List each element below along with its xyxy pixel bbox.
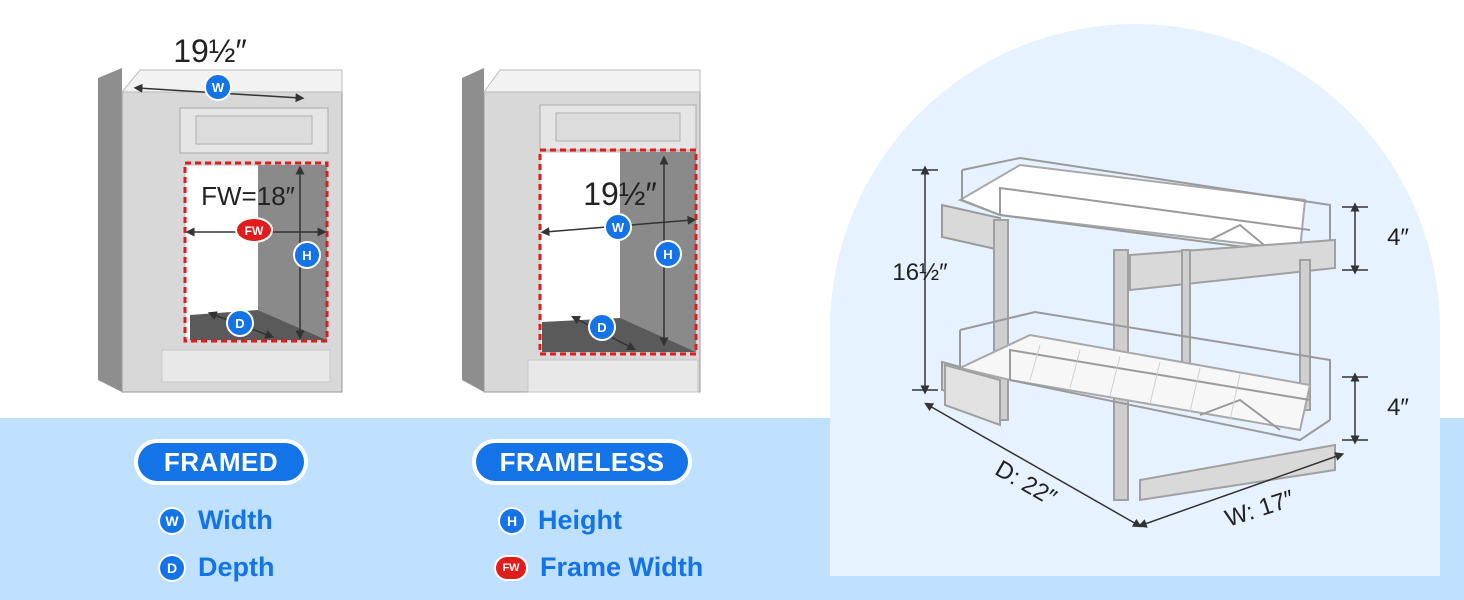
legend-item-depth: D Depth [160, 552, 275, 583]
depth-badge-icon: D [160, 555, 184, 580]
frameless-title-pill: FRAMELESS [476, 443, 688, 481]
framed-title-pill: FRAMED [138, 443, 304, 481]
width-badge-icon: W [160, 508, 184, 533]
framed-frame-width-outline [183, 161, 329, 343]
svg-text:FW: FW [245, 224, 264, 238]
framed-width-badge: W [204, 73, 232, 101]
svg-text:H: H [663, 247, 672, 262]
svg-text:W: W [612, 220, 625, 235]
framed-frame-width-badge: FW [235, 217, 273, 243]
framed-frame-width-label: FW=18″ [201, 181, 295, 211]
frame-width-badge-icon: FW [496, 556, 526, 579]
frameless-width-badge: W [604, 213, 632, 241]
svg-text:D: D [597, 320, 606, 335]
svg-text:W: W [212, 80, 225, 95]
pull-out-organizer [941, 156, 1336, 502]
svg-text:D: D [235, 316, 244, 331]
legend-item-height: H Height [500, 505, 622, 536]
organizer-depth: D: 22″ [990, 455, 1061, 512]
framed-depth-badge: D [226, 309, 254, 337]
frameless-width-dimension: 19½″ [583, 176, 657, 212]
legend-label-width: Width [198, 505, 273, 535]
legend-item-frame-width: FW Frame Width [496, 552, 703, 583]
svg-text:H: H [302, 248, 311, 263]
height-badge-icon: H [500, 508, 524, 533]
legend-label-height: Height [538, 505, 622, 535]
organizer-dimension-lines [912, 165, 1368, 528]
organizer-upper-tier-height: 4″ [1387, 224, 1409, 251]
organizer-height-total: 16½″ [892, 259, 948, 286]
framed-width-dimension: 19½″ [173, 33, 247, 69]
organizer-lower-tier-height: 4″ [1387, 394, 1409, 421]
frameless-height-badge: H [654, 240, 682, 268]
framed-height-badge: H [293, 241, 321, 269]
frameless-cabinet: 19½″ W H D [462, 68, 701, 393]
frameless-depth-badge: D [588, 313, 616, 341]
legend-item-width: W Width [160, 505, 273, 536]
legend-label-frame-width: Frame Width [540, 552, 704, 582]
framed-cabinet: 19½″ FW=18″ W FW H D [98, 33, 343, 393]
legend-label-depth: Depth [198, 552, 275, 582]
